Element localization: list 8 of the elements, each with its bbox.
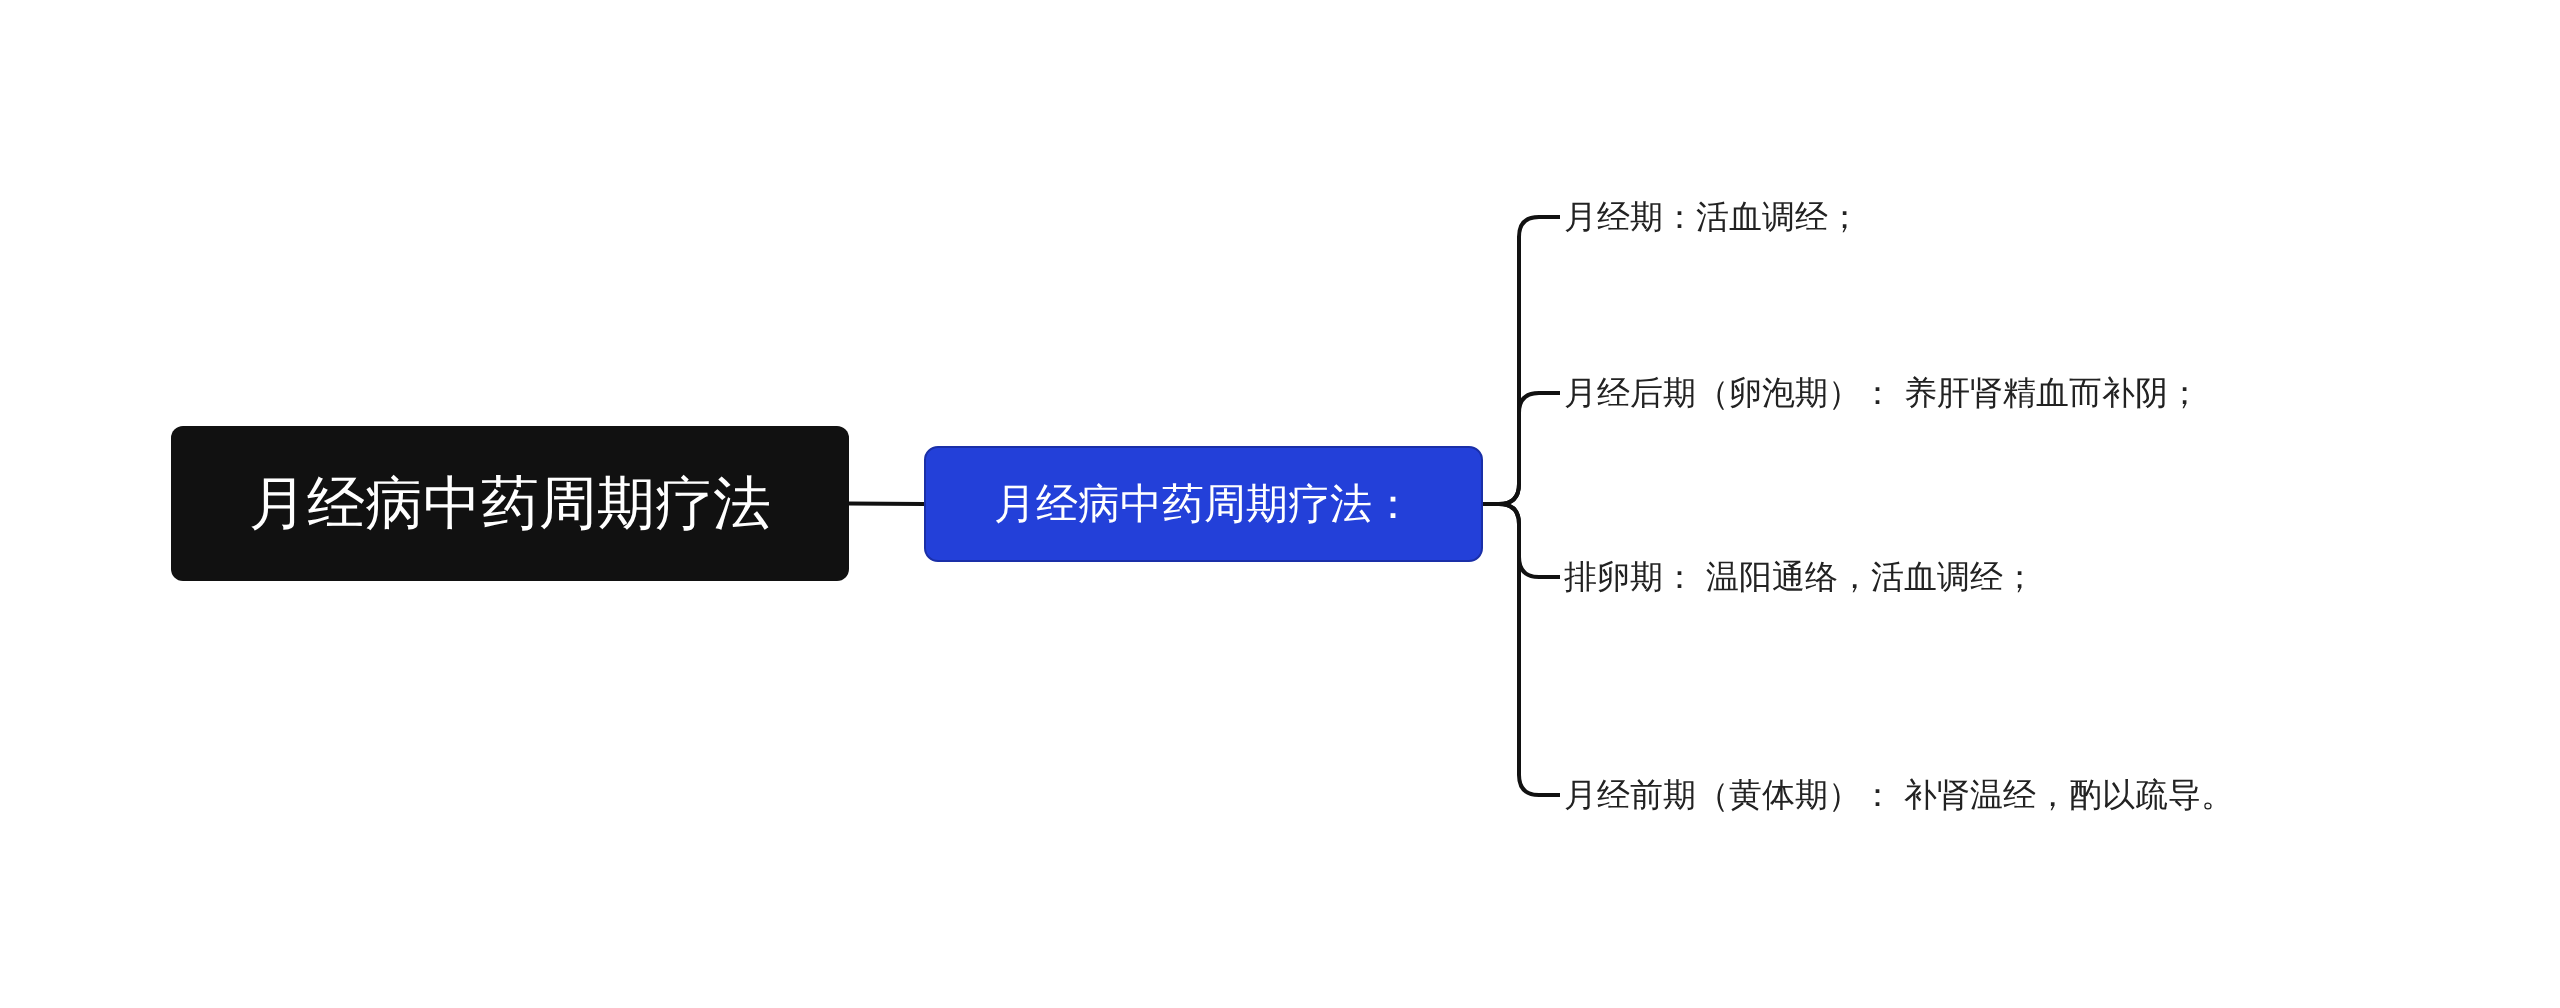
subtopic-text: 月经后期（卵泡期）： 养肝肾精血而补阴；	[1560, 371, 2206, 415]
subtopic-text: 月经期：活血调经；	[1560, 195, 1865, 239]
connector-line	[849, 501, 924, 506]
connector-line	[1483, 502, 1560, 797]
topic-box: 月经病中药周期疗法：	[924, 446, 1483, 562]
subtopic-text: 月经前期（黄体期）： 补肾温经，酌以疏导。	[1560, 773, 2239, 817]
root-topic-box: 月经病中药周期疗法	[171, 426, 849, 581]
subtopic-text: 排卵期： 温阳通络，活血调经；	[1560, 555, 2041, 599]
